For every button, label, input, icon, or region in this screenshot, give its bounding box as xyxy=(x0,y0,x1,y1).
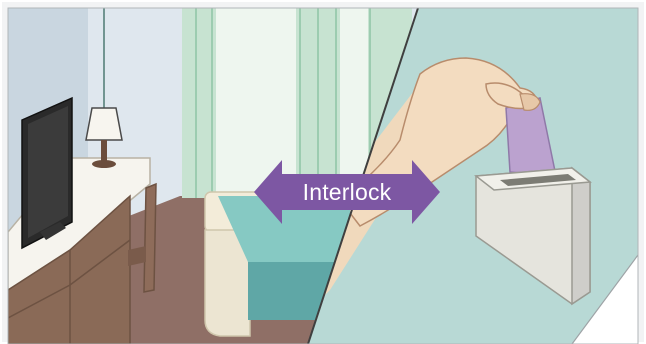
table-lamp-icon xyxy=(86,108,122,140)
window-light-2 xyxy=(340,8,368,198)
interlock-label: Interlock xyxy=(303,179,392,205)
television-screen xyxy=(28,106,68,238)
window-light xyxy=(216,8,296,198)
chair-back xyxy=(144,184,156,292)
lamp-stem xyxy=(101,140,107,162)
card-holder-side xyxy=(572,168,590,304)
lamp-base xyxy=(92,160,116,168)
